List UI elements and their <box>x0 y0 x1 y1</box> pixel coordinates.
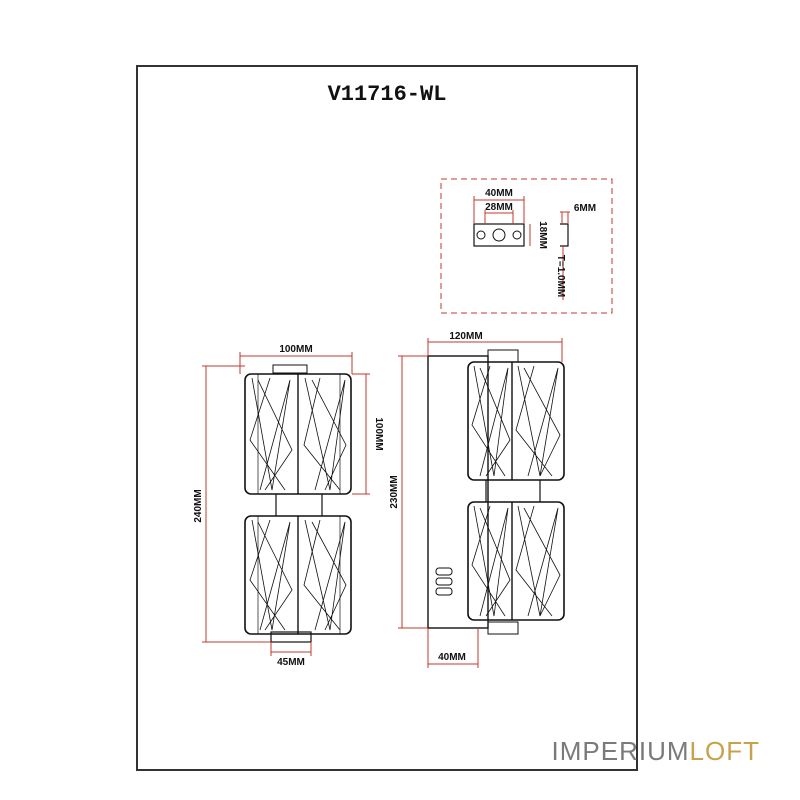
side-view: 120MM 230MM 40MM <box>389 331 565 668</box>
front-total-height-label: 240MM <box>193 489 204 522</box>
border-frame <box>136 65 638 771</box>
brand-part-1: IMPERIUM <box>552 736 690 766</box>
brand-part-2: LOFT <box>690 736 760 766</box>
side-lower-shade <box>467 501 565 621</box>
front-base-width-label: 45MM <box>277 657 305 668</box>
side-upper-shade <box>467 361 565 481</box>
front-base-plate <box>270 631 312 643</box>
bracket-thickness-label: T=1.0MM <box>555 255 566 298</box>
front-shade-height-label: 100MM <box>373 417 384 450</box>
bracket-width-inner-label: 28MM <box>485 202 513 213</box>
side-wall-plate <box>427 355 489 629</box>
bracket-plate <box>473 223 525 247</box>
side-depth-label: 120MM <box>449 331 482 342</box>
bracket-height-label: 18MM <box>537 221 548 249</box>
front-upper-shade <box>244 373 352 495</box>
bracket-side-profile <box>560 223 569 247</box>
side-wall-offset-label: 40MM <box>438 652 466 663</box>
front-width-label: 100MM <box>279 344 312 355</box>
bracket-side-label: 6MM <box>574 203 596 214</box>
side-height-label: 230MM <box>389 475 400 508</box>
drawing-title: V11716-WL <box>328 82 447 107</box>
brand-logo: IMPERIUMLOFT <box>552 736 760 766</box>
bracket-detail: 40MM 28MM 18MM 6MM T=1.0MM <box>440 178 613 314</box>
front-view: 100MM 100MM 240MM 45MM <box>193 344 384 668</box>
bracket-width-outer-label: 40MM <box>485 188 513 199</box>
front-lower-shade <box>244 515 352 635</box>
